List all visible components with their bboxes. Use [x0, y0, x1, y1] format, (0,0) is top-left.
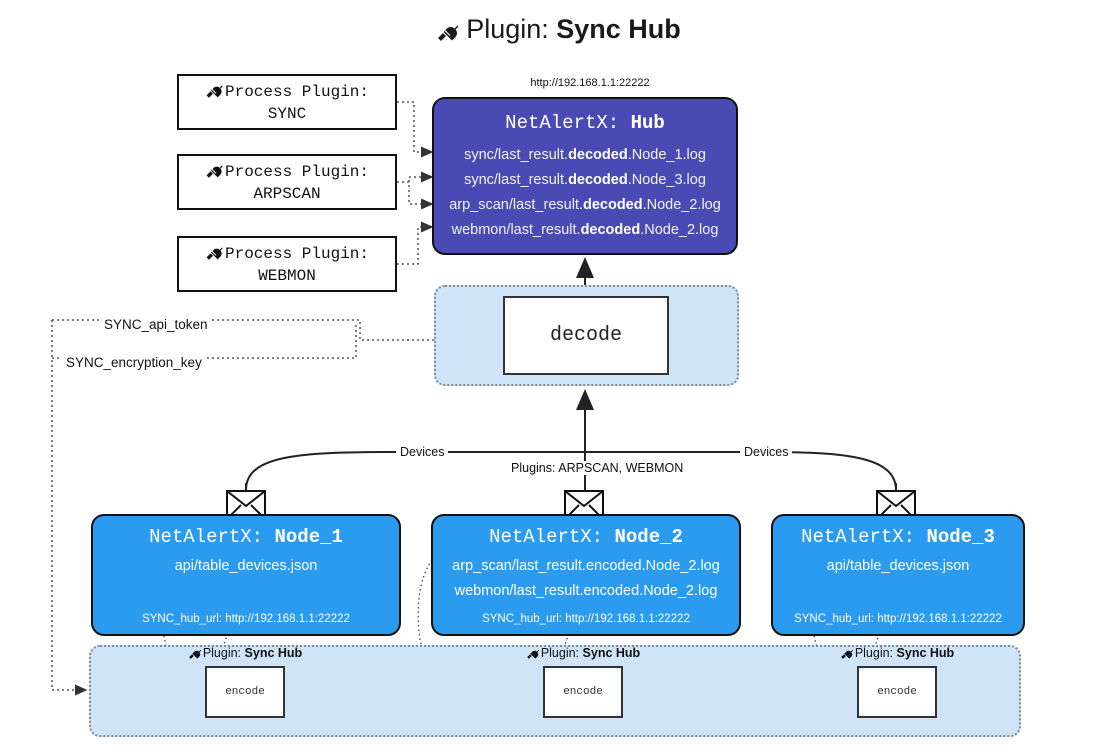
label-sync-encryption-key: SYNC_encryption_key	[62, 355, 206, 370]
encoder-caption-label: Plugin:	[540, 646, 580, 660]
log-pre: webmon/last_result.	[451, 222, 581, 238]
encoder-caption: Plugin: Sync Hub	[835, 646, 959, 662]
encoder-caption-label: Plugin:	[202, 646, 242, 660]
encoder-caption-value: Sync Hub	[896, 646, 955, 660]
title-value: Sync Hub	[556, 14, 681, 44]
node-header: NetAlertX: Node_3	[773, 526, 1023, 548]
title-label: Plugin:	[466, 14, 549, 44]
plug-icon	[205, 80, 224, 104]
node-line: webmon/last_result.encoded.Node_2.log	[454, 583, 718, 599]
log-pre: sync/last_result.	[464, 147, 569, 163]
encoder-caption: Plugin: Sync Hub	[521, 646, 645, 662]
node-header-value: Node_3	[926, 526, 995, 548]
log-em: decoded	[568, 172, 628, 188]
log-pre: sync/last_result.	[464, 172, 569, 188]
edge-label-devices-left: Devices	[396, 445, 449, 459]
hub-node[interactable]: NetAlertX: Hub sync/last_result.decoded.…	[432, 97, 738, 255]
node-line: api/table_devices.json	[826, 558, 970, 574]
plug-icon	[840, 646, 854, 662]
encode-box[interactable]: encode	[205, 666, 285, 718]
encode-box[interactable]: encode	[543, 666, 623, 718]
node-header-label: NetAlertX:	[489, 526, 604, 548]
hub-log-line: sync/last_result.decoded.Node_3.log	[434, 168, 736, 193]
label-sync-api-token: SYNC_api_token	[100, 317, 212, 332]
node-line: api/table_devices.json	[174, 558, 318, 574]
process-plugin-box-webmon[interactable]: Process Plugin: WEBMON	[177, 236, 397, 292]
node-header-value: Node_2	[614, 526, 683, 548]
process-plugin-label: Process Plugin:	[224, 163, 370, 181]
plug-icon	[526, 646, 540, 662]
node-header: NetAlertX: Node_2	[433, 526, 739, 548]
process-plugin-name: SYNC	[267, 105, 307, 123]
node-line: arp_scan/last_result.encoded.Node_2.log	[452, 558, 720, 574]
hub-log-line: webmon/last_result.decoded.Node_2.log	[434, 218, 736, 243]
hub-url: http://192.168.1.1:22222	[530, 77, 650, 89]
page-title: Plugin: Sync Hub	[0, 14, 1117, 48]
encoder-caption-value: Sync Hub	[582, 646, 641, 660]
node-box-node-1[interactable]: NetAlertX: Node_1 api/table_devices.json…	[91, 514, 401, 636]
process-plugin-box-sync[interactable]: Process Plugin: SYNC	[177, 74, 397, 130]
process-plugin-box-arpscan[interactable]: Process Plugin: ARPSCAN	[177, 154, 397, 210]
plug-icon	[436, 17, 460, 48]
log-post: .Node_1.log	[627, 147, 706, 163]
plug-icon	[205, 160, 224, 184]
plug-icon	[205, 242, 224, 266]
process-plugin-label: Process Plugin:	[224, 83, 370, 101]
process-plugin-name: WEBMON	[258, 267, 316, 285]
node-sub-label: SYNC_hub_url: http://192.168.1.1:22222	[794, 613, 1002, 625]
encoder-caption-label: Plugin:	[854, 646, 894, 660]
hub-header-value: Hub	[630, 112, 665, 134]
log-em: decoded	[580, 222, 641, 238]
node-header-value: Node_1	[274, 526, 343, 548]
node-sub-label: SYNC_hub_url: http://192.168.1.1:22222	[482, 613, 690, 625]
process-plugin-name: ARPSCAN	[253, 185, 321, 203]
encoder-caption: Plugin: Sync Hub	[183, 646, 307, 662]
log-post: .Node_2.log	[640, 222, 719, 238]
plug-icon	[188, 646, 202, 662]
log-pre: arp_scan/last_result.	[449, 197, 583, 213]
node-header-label: NetAlertX:	[149, 526, 264, 548]
log-em: decoded	[568, 147, 628, 163]
hub-header-label: NetAlertX:	[505, 112, 620, 134]
hub-log-line: arp_scan/last_result.decoded.Node_2.log	[434, 193, 736, 218]
encode-box[interactable]: encode	[857, 666, 937, 718]
process-plugin-label: Process Plugin:	[224, 245, 370, 263]
decode-box[interactable]: decode	[503, 296, 669, 375]
hub-header: NetAlertX: Hub	[434, 112, 736, 134]
log-post: .Node_3.log	[627, 172, 706, 188]
encoder-caption-value: Sync Hub	[244, 646, 303, 660]
node-sub-label: SYNC_hub_url: http://192.168.1.1:22222	[142, 613, 350, 625]
edge-label-plugins: Plugins: ARPSCAN, WEBMON	[507, 461, 688, 475]
log-post: .Node_2.log	[642, 197, 721, 213]
node-box-node-3[interactable]: NetAlertX: Node_3 api/table_devices.json…	[771, 514, 1025, 636]
node-header-label: NetAlertX:	[801, 526, 916, 548]
node-header: NetAlertX: Node_1	[93, 526, 399, 548]
hub-log-line: sync/last_result.decoded.Node_1.log	[434, 143, 736, 168]
node-box-node-2[interactable]: NetAlertX: Node_2 arp_scan/last_result.e…	[431, 514, 741, 636]
edge-label-devices-right: Devices	[740, 445, 793, 459]
log-em: decoded	[582, 197, 643, 213]
